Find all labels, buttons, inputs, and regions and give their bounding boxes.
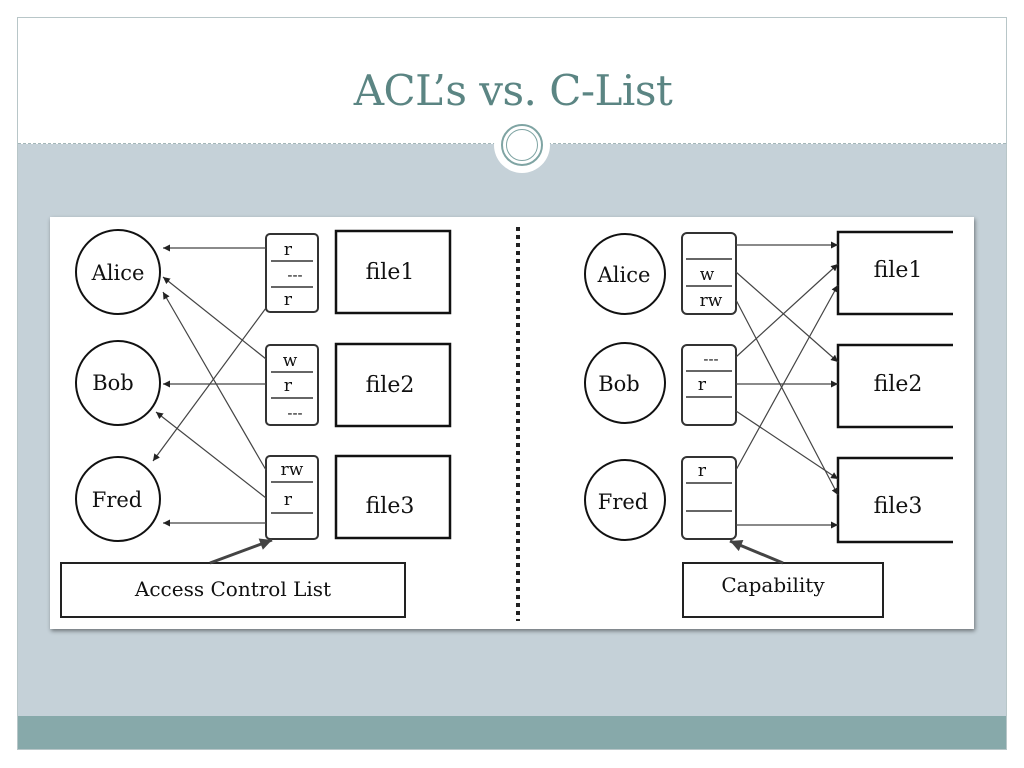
cap-list-bob: --- r [681,344,737,426]
cap-subject-label: Bob [598,372,640,396]
acl-file-file1: file1 [334,229,452,315]
acl-caption: Access Control List [60,538,406,618]
footer-band [18,716,1006,749]
cap-entry: --- [703,350,718,368]
acl-file-label: file2 [366,373,415,398]
cap-entry: w [700,265,715,285]
diagram-svg: Alice Bob Fred r --- r [60,217,974,621]
cap-subject-alice: Alice [584,233,666,315]
acl-entry: rw [281,460,304,480]
cap-arrow-bob-file1 [735,263,839,358]
cap-subject-label: Alice [597,263,651,287]
cap-subject-label: Fred [598,490,648,514]
acl-file-file2: file2 [334,342,452,428]
cap-file-file1: file1 [836,230,974,316]
cap-entry: r [698,375,707,395]
slide-title: ACL’s vs. C-List [353,66,673,115]
acl-caption-label: Access Control List [134,577,331,601]
acl-file-file3: file3 [334,454,452,540]
acl-list-file3: rw r [265,455,319,540]
acl-diagram: Alice Bob Fred r --- r [60,229,452,618]
acl-entry: r [284,290,293,310]
cap-file-label: file3 [874,494,923,519]
cap-file-file2: file2 [836,343,974,429]
circle-ornament-icon [494,117,550,173]
acl-subject-bob: Bob [75,340,161,426]
acl-arrow-file3-alice [162,291,267,471]
acl-entry: r [284,240,293,260]
cap-arrow-alice-file2 [735,271,839,363]
cap-entry: rw [700,291,723,311]
acl-subject-fred: Fred [75,456,161,542]
acl-list-file1: r --- r [265,233,319,313]
acl-list-file2: w r --- [265,344,319,426]
cap-arrows [735,241,839,529]
panel-edge-mask [953,217,974,557]
acl-entry: r [284,490,293,510]
cap-list-fred: r [681,456,737,540]
cap-entry: r [698,461,707,481]
cap-list-alice: w rw [681,232,737,315]
cap-arrow-alice-file3 [735,299,839,496]
acl-caption-pointer [209,538,273,565]
cap-caption-label: Capability [721,573,825,597]
cap-arrow-bob-file3 [735,410,839,480]
cap-file-label: file1 [874,258,923,283]
acl-entry: w [283,351,298,371]
cap-subject-fred: Fred [584,459,666,541]
circle-ornament-ring [501,124,543,166]
cap-arrow-fred-file1 [735,284,839,471]
acl-arrow-file3-bob [155,411,267,499]
acl-subject-label: Alice [91,261,145,285]
cap-subject-bob: Bob [584,342,666,424]
acl-subject-label: Fred [92,488,142,512]
cap-caption-pointer [729,539,784,565]
acl-subject-alice: Alice [75,229,161,315]
capability-diagram: Alice Bob Fred w rw [584,217,974,618]
cap-file-label: file2 [874,372,923,397]
acl-file-label: file3 [366,494,415,519]
acl-arrows [152,244,267,527]
acl-entry: --- [287,404,302,422]
cap-file-file3: file3 [836,456,974,544]
acl-entry: r [284,376,293,396]
acl-subject-label: Bob [92,371,134,395]
acl-arrow-file2-alice [162,276,267,360]
cap-caption: Capability [682,539,884,618]
acl-file-label: file1 [366,260,415,285]
acl-entry: --- [287,266,302,284]
diagram-panel: Alice Bob Fred r --- r [50,217,974,629]
